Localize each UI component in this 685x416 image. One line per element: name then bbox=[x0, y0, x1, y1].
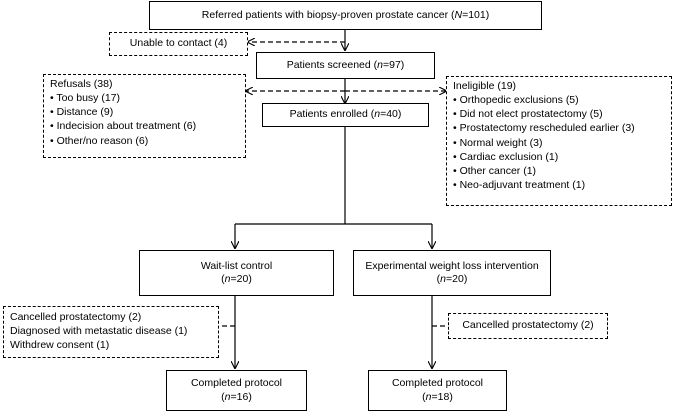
screened-box: Patients screened (n=97) bbox=[256, 52, 435, 79]
ineligible-box: Ineligible (19) Orthopedic exclusions (5… bbox=[446, 76, 672, 206]
experimental-exclusion-text: Cancelled prostatectomy (2) bbox=[462, 319, 594, 332]
refusals-title: Refusals (38) bbox=[50, 78, 113, 90]
screened-n-value: =97) bbox=[383, 58, 405, 71]
ineligible-item: Did not elect prostatectomy (5) bbox=[453, 108, 665, 121]
ineligible-item: Cardiac exclusion (1) bbox=[453, 151, 665, 164]
experimental-title: Experimental weight loss intervention bbox=[365, 259, 539, 272]
waitlist-exclusions-box: Cancelled prostatectomy (2) Diagnosed wi… bbox=[3, 306, 219, 358]
waitlist-exclusion-item: Cancelled prostatectomy (2) bbox=[10, 311, 142, 323]
waitlist-exclusion-item: Withdrew consent (1) bbox=[10, 339, 110, 352]
waitlist-exclusion-item: Diagnosed with metastatic disease (1) bbox=[10, 325, 188, 338]
ineligible-title: Ineligible (19) bbox=[453, 80, 517, 92]
referred-n-label: N bbox=[454, 8, 463, 21]
experimental-exclusions-box: Cancelled prostatectomy (2) bbox=[448, 313, 608, 339]
referred-text: Referred patients with biopsy-proven pro… bbox=[201, 8, 455, 21]
experimental-n-label: n bbox=[440, 273, 447, 285]
enrolled-box: Patients enrolled (n=40) bbox=[262, 103, 429, 127]
waitlist-n-value: =20) bbox=[230, 273, 252, 285]
ineligible-item: Other cancer (1) bbox=[453, 165, 665, 178]
completed-right-box: Completed protocol (n=18) bbox=[368, 370, 507, 411]
refusal-item: Too busy (17) bbox=[50, 92, 239, 105]
waitlist-title: Wait-list control bbox=[200, 259, 273, 272]
ineligible-item: Prostatectomy rescheduled earlier (3) bbox=[453, 122, 665, 135]
completed-right-title: Completed protocol bbox=[391, 377, 484, 390]
waitlist-n-prefix: ( bbox=[221, 273, 225, 285]
screened-n-label: n bbox=[377, 58, 383, 71]
refusals-list: Too busy (17) Distance (9) Indecision ab… bbox=[50, 92, 239, 148]
experimental-n-prefix: ( bbox=[436, 273, 441, 285]
completed-left-n-value: =16) bbox=[230, 390, 252, 403]
unable-to-contact-box: Unable to contact (4) bbox=[109, 32, 248, 56]
referred-n-value: =101) bbox=[462, 8, 490, 21]
enrolled-n-value: =40) bbox=[380, 108, 402, 121]
completed-left-box: Completed protocol (n=16) bbox=[166, 370, 307, 411]
ineligible-item: Normal weight (3) bbox=[453, 137, 665, 150]
refusals-box: Refusals (38) Too busy (17) Distance (9)… bbox=[43, 74, 246, 158]
experimental-n-value: =20) bbox=[446, 273, 468, 285]
screened-text: Patients screened ( bbox=[286, 58, 378, 71]
waitlist-box: Wait-list control (n=20) bbox=[139, 250, 334, 296]
enrolled-n-label: n bbox=[374, 108, 381, 121]
ineligible-item: Orthopedic exclusions (5) bbox=[453, 94, 665, 107]
completed-left-n-label: n bbox=[224, 390, 231, 403]
ineligible-list: Orthopedic exclusions (5) Did not elect … bbox=[453, 94, 665, 192]
unable-contact-text: Unable to contact (4) bbox=[129, 37, 228, 50]
referred-box: Referred patients with biopsy-proven pro… bbox=[149, 1, 542, 30]
refusal-item: Distance (9) bbox=[50, 106, 239, 119]
refusal-item: Other/no reason (6) bbox=[50, 135, 239, 148]
enrolled-text: Patients enrolled ( bbox=[289, 108, 375, 121]
completed-right-n-value: =18) bbox=[431, 390, 453, 403]
completed-right-n-prefix: ( bbox=[422, 390, 426, 403]
ineligible-item: Neo-adjuvant treatment (1) bbox=[453, 179, 665, 192]
completed-left-title: Completed protocol bbox=[190, 377, 283, 390]
waitlist-n-label: n bbox=[224, 273, 231, 285]
completed-right-n-label: n bbox=[425, 390, 432, 403]
completed-left-n-prefix: ( bbox=[221, 390, 225, 403]
refusal-item: Indecision about treatment (6) bbox=[50, 120, 239, 133]
waitlist-exclusions-list: Cancelled prostatectomy (2) Diagnosed wi… bbox=[10, 311, 212, 352]
experimental-box: Experimental weight loss intervention (n… bbox=[353, 250, 551, 296]
